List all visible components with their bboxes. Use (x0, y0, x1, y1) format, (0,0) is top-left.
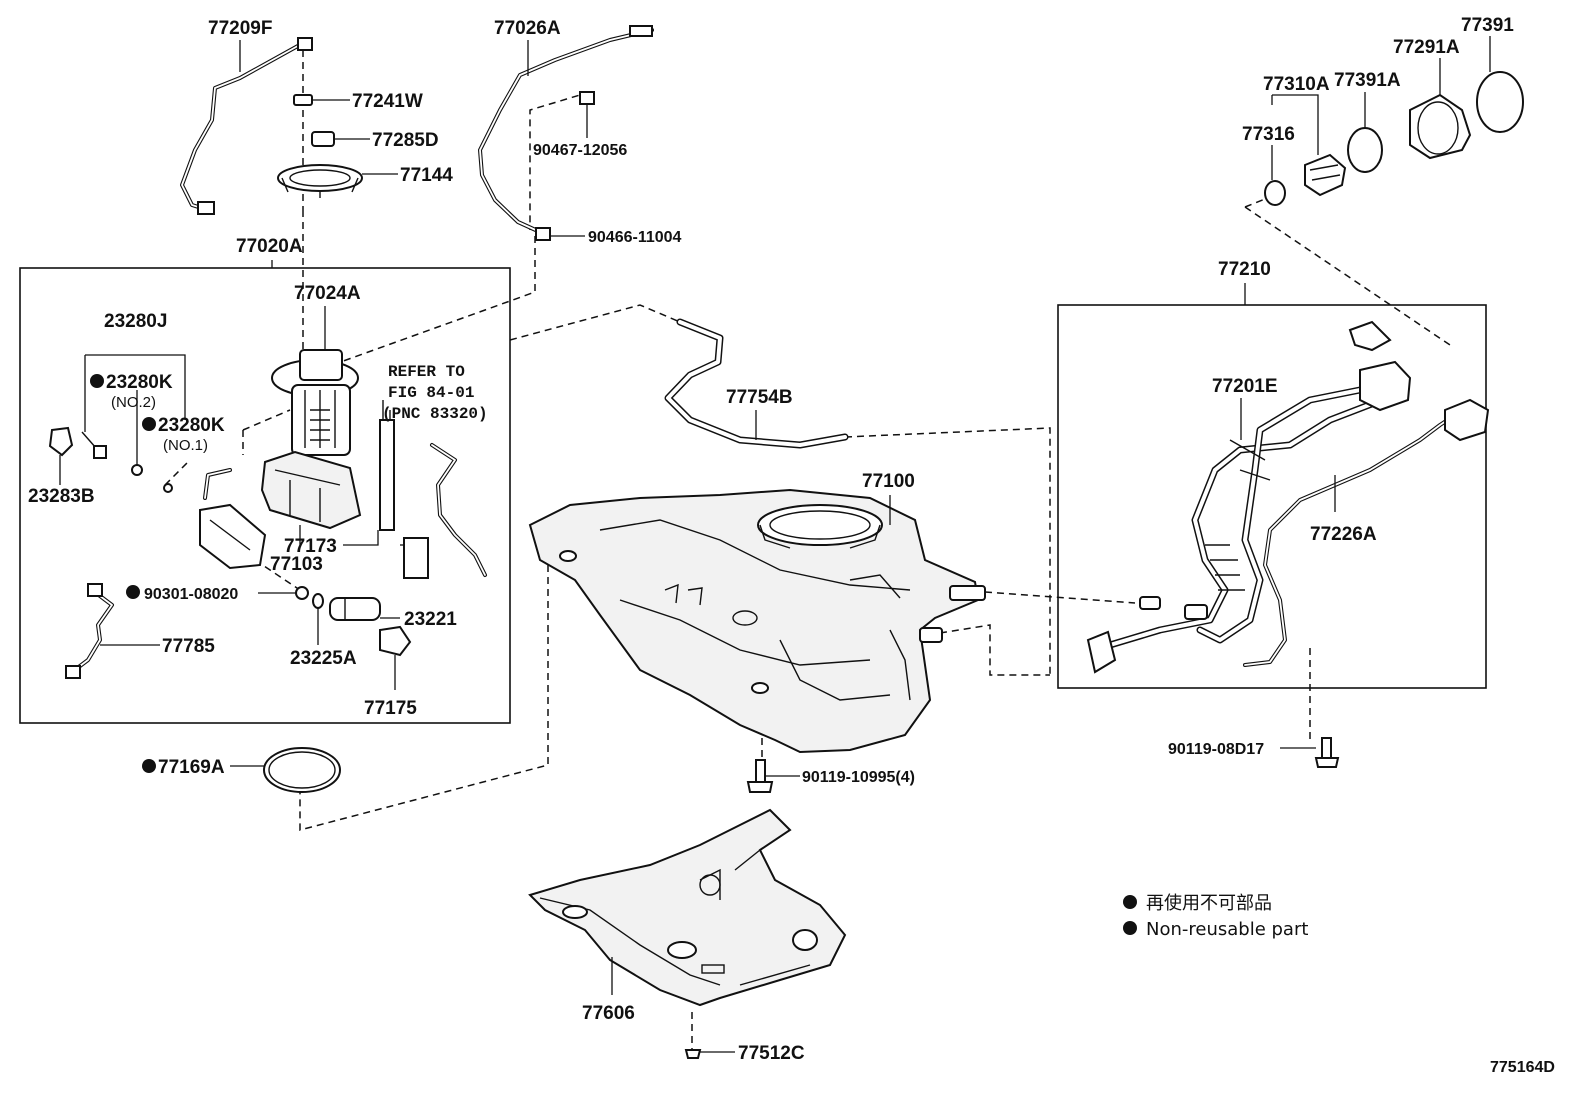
sender-gauge-77173 (379, 400, 429, 579)
label-77100: 77100 (862, 471, 915, 492)
label-no1: (NO.1) (163, 437, 208, 454)
legend-dot-en (1123, 921, 1137, 935)
tank-protector-77606 (528, 808, 847, 1007)
label-no2: (NO.2) (111, 394, 156, 411)
filler-pipe-assembly-box (1057, 304, 1487, 689)
label-77103: 77103 (270, 554, 323, 575)
label-77241w: 77241W (352, 91, 423, 112)
label-77020a: 77020A (236, 236, 303, 257)
fuel-pump-23221 (312, 593, 381, 621)
diagram-code: 775164D (1490, 1059, 1555, 1076)
fuel-pump-assembly-box (19, 267, 511, 724)
label-90301-08020: 90301-08020 (144, 586, 238, 603)
gasket-guide-line (299, 565, 549, 831)
label-77785: 77785 (162, 636, 215, 657)
bracket-23283b (48, 426, 74, 457)
label-77391: 77391 (1461, 15, 1514, 36)
ring-77391a (1347, 127, 1383, 173)
fuel-sender-wire-77026a (478, 25, 654, 241)
label-77144: 77144 (400, 165, 453, 186)
refer-line-1: REFER TO (388, 363, 465, 381)
label-90119-08d17: 90119-08D17 (1168, 741, 1264, 758)
legend-jp: 再使用不可部品 (1146, 893, 1272, 914)
label-77391a: 77391A (1334, 70, 1401, 91)
non-reusable-mark (90, 374, 104, 388)
retainer-ring-77144 (277, 164, 363, 198)
label-77606: 77606 (582, 1003, 635, 1024)
label-77209f: 77209F (208, 18, 272, 39)
bolt-90119-08d17 (1314, 737, 1340, 768)
filler-neck-77291a (1409, 93, 1472, 160)
label-77226a: 77226A (1310, 524, 1377, 545)
o-ring-23280k-no2 (131, 464, 143, 476)
breather-tube-77226a (1243, 398, 1490, 667)
pump-housing-77103 (260, 450, 362, 530)
wire-harness-77785 (65, 583, 114, 679)
fuel-tank-77100 (528, 488, 986, 754)
fuel-cap-77310a (1304, 153, 1347, 197)
gasket-77316 (1264, 180, 1286, 206)
label-77285d: 77285D (372, 130, 439, 151)
cap-gasket-77391 (1476, 71, 1524, 133)
vent-hose-77754b (664, 318, 849, 449)
filler-pipe-77201e (1086, 320, 1412, 674)
label-90467-12056: 90467-12056 (533, 142, 627, 159)
non-reusable-mark (126, 585, 140, 599)
clip-77241w (293, 94, 313, 106)
bolt-90119-10995 (746, 759, 774, 793)
label-77026a: 77026A (494, 18, 561, 39)
label-77310a: 77310A (1263, 74, 1330, 95)
label-77512c: 77512C (738, 1043, 805, 1064)
label-90466-11004: 90466-11004 (588, 229, 682, 246)
label-23280j: 23280J (104, 311, 167, 332)
cushion-77175 (379, 625, 412, 657)
float-wire (430, 443, 487, 577)
label-77024a: 77024A (294, 283, 361, 304)
label-77291a: 77291A (1393, 37, 1460, 58)
label-23283b: 23283B (28, 486, 95, 507)
label-23221: 23221 (404, 609, 457, 630)
legend: 再使用不可部品 Non-reusable part (1123, 893, 1308, 940)
label-77201e: 77201E (1212, 376, 1278, 397)
non-reusable-mark (142, 759, 156, 773)
label-77316: 77316 (1242, 124, 1295, 145)
label-90119-10995: 90119-10995(4) (802, 769, 915, 786)
label-77169a: 77169A (158, 757, 225, 778)
refer-line-2: FIG 84-01 (388, 384, 474, 402)
label-77754b: 77754B (726, 387, 793, 408)
connector-77285d (311, 131, 335, 147)
fuel-pump-filter (199, 468, 267, 570)
label-77175: 77175 (364, 698, 417, 719)
non-reusable-mark (142, 417, 156, 431)
label-23225a: 23225A (290, 648, 357, 669)
fuel-pump-flange-77024a (271, 349, 359, 456)
label-77210: 77210 (1218, 259, 1271, 280)
o-ring-23280k-no1 (163, 483, 173, 493)
legend-dot-jp (1123, 895, 1137, 909)
label-23280k-no1: 23280K (158, 415, 225, 436)
gasket-77169a (263, 747, 341, 793)
sender-gauge-wire (180, 37, 313, 215)
label-77173: 77173 (284, 536, 337, 557)
clip-77512c (684, 1049, 702, 1059)
valve-23280k-no2 (81, 431, 107, 459)
refer-line-3: (PNC 83320) (382, 405, 488, 423)
label-23280k-no2: 23280K (106, 372, 173, 393)
o-ring-90301 (295, 586, 309, 600)
legend-en: Non-reusable part (1146, 919, 1308, 940)
